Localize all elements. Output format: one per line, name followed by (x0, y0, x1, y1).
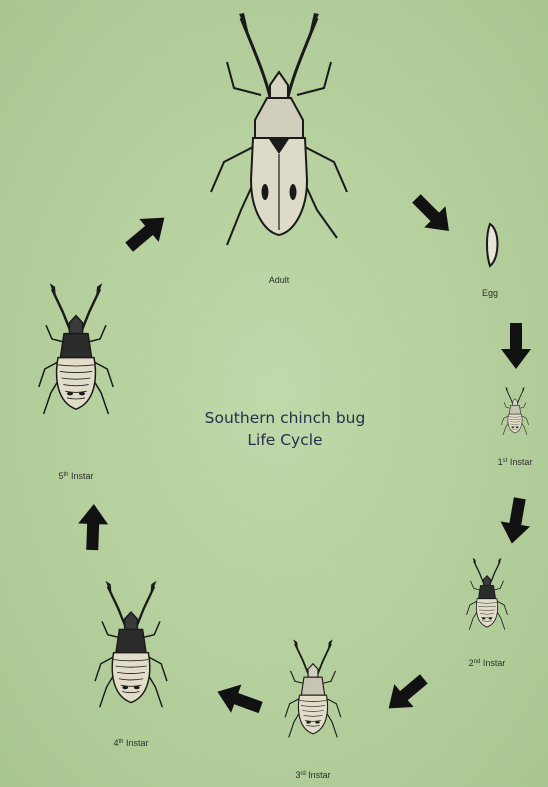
stage-label-instar-4: 4th Instar (113, 738, 148, 749)
first-instar-nymph-icon (501, 387, 528, 435)
fifth-instar-nymph-icon (39, 283, 113, 414)
diagram-title: Southern chinch bug Life Cycle (190, 407, 380, 451)
second-instar-nymph-icon (467, 558, 508, 630)
egg-icon (487, 224, 498, 266)
stage-label-instar-1: 1st Instar (498, 457, 533, 468)
fourth-instar-nymph-icon (95, 581, 167, 707)
stage-label-instar-3: 3rd Instar (295, 770, 330, 781)
title-line-1: Southern chinch bug (190, 407, 380, 429)
third-instar-nymph-icon (285, 639, 341, 737)
stage-label-egg: Egg (482, 288, 498, 299)
stage-label-instar-2: 2nd Instar (469, 658, 506, 669)
adult-chinch-bug-icon (211, 13, 347, 245)
title-line-2: Life Cycle (190, 429, 380, 451)
stage-label-instar-5: 5th Instar (58, 471, 93, 482)
stage-label-adult: Adult (269, 275, 290, 286)
